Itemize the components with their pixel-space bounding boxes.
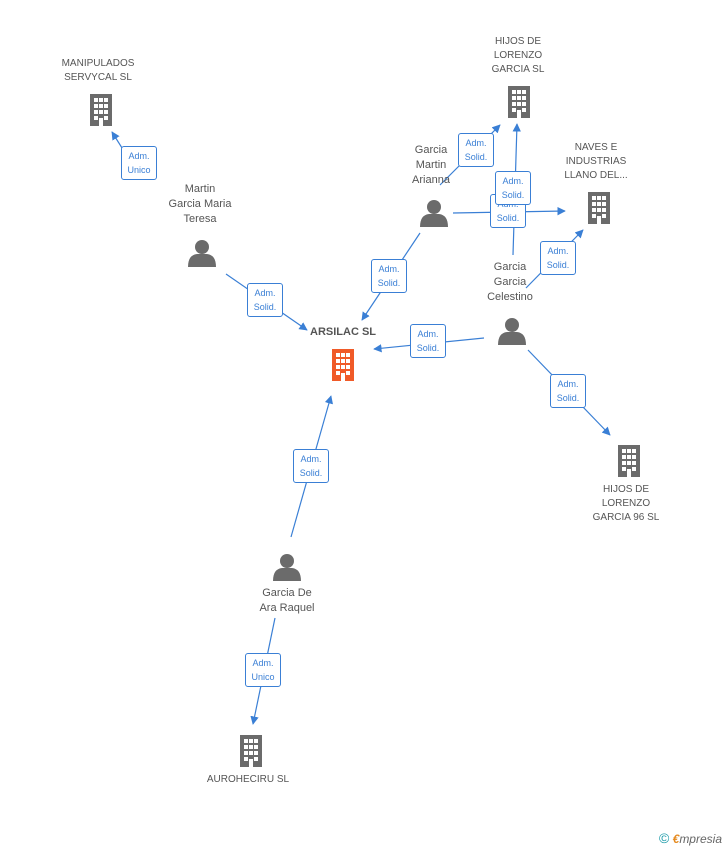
person-icon[interactable] bbox=[498, 318, 526, 345]
edge-label: Adm. Solid. bbox=[458, 133, 494, 167]
brand-name: mpresia bbox=[679, 832, 722, 846]
building-icon[interactable] bbox=[588, 192, 610, 224]
edge-label: Adm. Solid. bbox=[495, 171, 531, 205]
person-icon[interactable] bbox=[188, 240, 216, 267]
brand-logo-e: € bbox=[672, 832, 680, 846]
node-label-hijos-lorenzo[interactable]: HIJOS DE LORENZO GARCIA SL bbox=[491, 36, 545, 75]
edge-label: Adm. Solid. bbox=[550, 374, 586, 408]
node-label-martin[interactable]: Martin Garcia Maria Teresa bbox=[168, 183, 232, 225]
building-icon[interactable] bbox=[240, 735, 262, 767]
building-icon[interactable] bbox=[332, 349, 354, 381]
node-label-manipulados[interactable]: MANIPULADOS SERVYCAL SL bbox=[61, 58, 135, 83]
edge-label: Adm. Solid. bbox=[540, 241, 576, 275]
brand-footer: © €mpresia bbox=[659, 830, 722, 846]
node-label-center[interactable]: ARSILAC SL bbox=[310, 326, 376, 338]
person-icon[interactable] bbox=[420, 200, 448, 227]
building-icon[interactable] bbox=[618, 445, 640, 477]
edge-label: Adm. Solid. bbox=[410, 324, 446, 358]
node-label-arianna[interactable]: Garcia Martin Arianna bbox=[412, 144, 450, 186]
building-icon[interactable] bbox=[508, 86, 530, 118]
node-label-naves[interactable]: NAVES E INDUSTRIAS LLANO DEL... bbox=[564, 142, 628, 181]
building-icon[interactable] bbox=[90, 94, 112, 126]
copyright-icon: © bbox=[658, 830, 670, 846]
person-icon[interactable] bbox=[273, 554, 301, 581]
edge-label: Adm. Solid. bbox=[293, 449, 329, 483]
edge-label: Adm. Unico bbox=[245, 653, 281, 687]
edge-label: Adm. Solid. bbox=[247, 283, 283, 317]
node-label-auroheciru[interactable]: AUROHECIRU SL bbox=[206, 774, 290, 785]
node-label-hijos-96[interactable]: HIJOS DE LORENZO GARCIA 96 SL bbox=[592, 484, 660, 523]
edge-label: Adm. Solid. bbox=[371, 259, 407, 293]
node-label-raquel[interactable]: Garcia De Ara Raquel bbox=[259, 587, 315, 614]
edge-label: Adm. Unico bbox=[121, 146, 157, 180]
node-label-celestino[interactable]: Garcia Garcia Celestino bbox=[487, 261, 533, 303]
